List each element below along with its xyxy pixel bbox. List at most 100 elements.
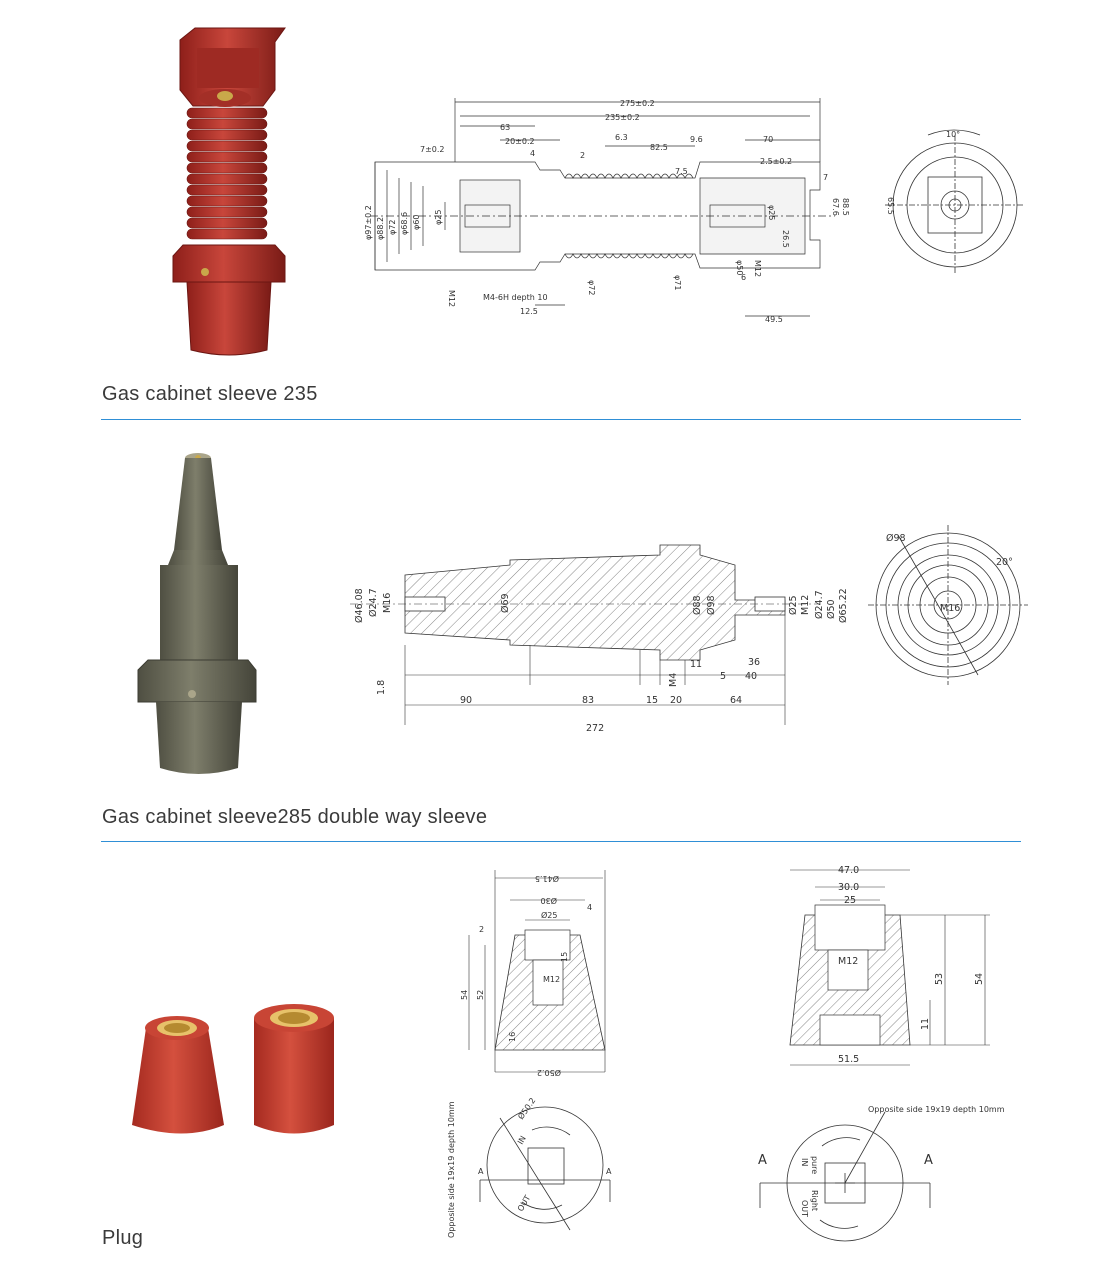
plug-right-dim-11: 11 [920,1018,931,1030]
plug-right-a2: A [924,1153,933,1168]
plug-dim-m12: M12 [543,975,560,984]
dim-24-7: Ø24.7 [368,588,379,617]
end-dia-98: Ø98 [886,533,906,544]
end-angle-20: 20° [996,557,1013,568]
dim-25: Ø25 [788,595,799,615]
plug-right-dim-53: 53 [934,973,945,985]
dim-m4: M4 [668,673,679,687]
dim-90: 90 [460,695,472,706]
plug-right-dim-47: 47.0 [838,865,859,876]
plug-dim-15: 15 [560,952,569,962]
technical-drawing-sleeve-285: Ø46.08 Ø24.7 M16 Ø69 Ø88 Ø98 Ø25 M12 Ø24… [350,544,849,734]
plug-left-in: IN [516,1134,528,1146]
plug-dim-52: 52 [476,990,485,1000]
plug-right-note: Opposite side 19x19 depth 10mm [868,1105,1005,1114]
plug-right-dim-30: 30.0 [838,882,859,893]
dim-83: 83 [582,695,594,706]
dim-26-5: 26.5 [781,230,790,248]
plug-dim-16: 16 [508,1032,517,1042]
plug-right-out: OUT [800,1200,809,1217]
product-photo-plug [132,1004,334,1134]
plug-top-view-left: Opposite side 19x19 depth 10mm Ø50.2 IN … [447,1096,612,1238]
plug-right-pure: pure [810,1156,819,1174]
dim-phi50: φ50 [735,260,744,275]
plug-dim-2: 2 [479,925,484,934]
dim-phi88: φ88.2 [376,217,385,240]
dim-46: Ø46.08 [354,588,365,623]
dim-20: 20±0.2 [505,137,535,146]
dim-69: Ø69 [500,593,511,613]
plug-right-dim-54: 54 [974,973,985,985]
dim-272: 272 [586,723,604,734]
dim-m12: M12 [800,595,811,615]
dim-m16: M16 [382,593,393,613]
dim-6: 6 [741,273,746,282]
dim-phi72-bottom: φ72 [587,280,596,295]
plug-right-dim-25: 25 [844,895,856,906]
plug-right-dim-51-5: 51.5 [838,1054,859,1065]
dim-m4-note: M4-6H depth 10 [483,293,548,302]
side-dim-65: 65.5 [886,197,895,215]
dim-50: Ø50 [826,599,837,619]
dim-11: 11 [690,659,702,670]
technical-drawing-sleeve-235: 275±0.2 235±0.2 63 20±0.2 6.3 9.6 70 82.… [364,98,850,324]
dim-67-6: 67.6 [831,198,840,216]
dim-275: 275±0.2 [620,99,655,108]
dim-40: 40 [745,671,757,682]
plug-dim-54: 54 [460,990,469,1000]
dim-7: 7±0.2 [420,145,445,154]
dim-15: 15 [646,695,658,706]
plug-dim-30: Ø30 [541,896,557,906]
dim-20: 20 [670,695,682,706]
plug-right-right: Right [810,1190,819,1211]
plug-left-out: OUT [516,1194,532,1213]
divider-1 [101,419,1021,420]
side-angle: 10° [946,130,960,139]
dim-phi25-right: φ25 [767,205,776,220]
plug-left-a2: A [606,1167,612,1176]
dim-m12-right: M12 [753,260,762,277]
dim-phi97: φ97±0.2 [364,205,373,240]
side-view-sleeve-235: 10° 65.5 [885,129,1025,275]
caption-sleeve-235: Gas cabinet sleeve 235 [102,383,318,405]
dim-70: 70 [763,135,773,144]
dim-phi60: φ60 [412,215,421,230]
plug-right-dim-m12: M12 [838,956,858,967]
divider-2 [101,841,1021,842]
product-photo-sleeve-285 [137,453,257,774]
dim-49-5: 49.5 [765,315,783,324]
plug-drawing-right-section: 47.0 30.0 25 M12 53 54 11 51.5 [789,865,990,1066]
dim-98: Ø98 [706,595,717,615]
dim-7-right: 7 [823,173,828,182]
dim-4: 4 [530,149,535,158]
dim-64: 64 [730,695,742,706]
dim-82-5: 82.5 [650,143,668,152]
plug-dim-50-2: Ø50.2 [537,1068,561,1078]
product-photo-sleeve-235 [172,27,286,356]
dim-24-7-right: Ø24.7 [814,590,825,619]
plug-right-a1: A [758,1153,767,1168]
dim-5: 5 [720,671,726,682]
plug-top-view-right: Opposite side 19x19 depth 10mm A A IN OU… [758,1105,1005,1242]
caption-plug: Plug [102,1227,144,1249]
dim-7-5: 7.5 [675,167,688,176]
dim-6-3: 6.3 [615,133,628,142]
end-view-sleeve-285: Ø98 20° M16 [868,525,1028,685]
dim-m12-left: M12 [447,290,456,307]
dim-9-6: 9.6 [690,135,703,144]
plug-left-a1: A [478,1167,484,1176]
end-thread-m16: M16 [940,603,960,614]
dim-phi25: φ25 [434,210,443,225]
dim-88-5: 88.5 [841,198,850,216]
dim-12-5: 12.5 [520,307,538,316]
dim-1-8: 1.8 [376,680,387,695]
plug-dim-4: 4 [587,903,592,912]
dim-65: Ø65.22 [838,588,849,623]
dim-88: Ø88 [692,595,703,615]
dim-63: 63 [500,123,510,132]
dim-2-5: 2.5±0.2 [760,157,792,166]
dim-phi72: φ72 [388,220,397,235]
plug-dim-41-5: Ø41.5 [535,874,559,884]
plug-right-in: IN [800,1158,809,1166]
plug-left-note: Opposite side 19x19 depth 10mm [447,1101,456,1238]
